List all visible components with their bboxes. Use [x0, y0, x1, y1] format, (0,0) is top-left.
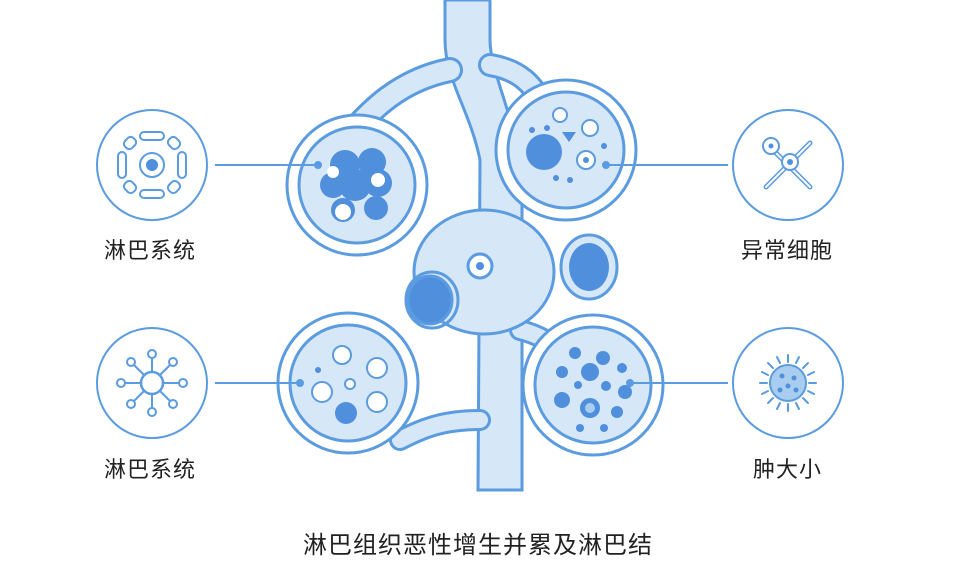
label-lymph-system-bottom: 淋巴系统 [104, 458, 197, 483]
label-swelling-size: 肿大小 [753, 458, 823, 483]
label-lymph-system-top: 淋巴系统 [104, 239, 197, 264]
node-top-right [494, 78, 638, 222]
label-abnormal-cells: 异常细胞 [741, 239, 834, 264]
lymph-network-icon [96, 327, 208, 439]
diagram-caption: 淋巴组织恶性增生并累及淋巴结 [303, 531, 653, 559]
connector-lines [215, 161, 728, 387]
virus-icon [732, 327, 844, 439]
abnormal-cell-icon [732, 109, 844, 221]
node-bottom-right [521, 313, 665, 457]
central-lymph-node [404, 208, 619, 336]
node-bottom-left [276, 311, 420, 455]
node-top-left [285, 113, 429, 257]
lymph-cell-icon [96, 109, 208, 221]
